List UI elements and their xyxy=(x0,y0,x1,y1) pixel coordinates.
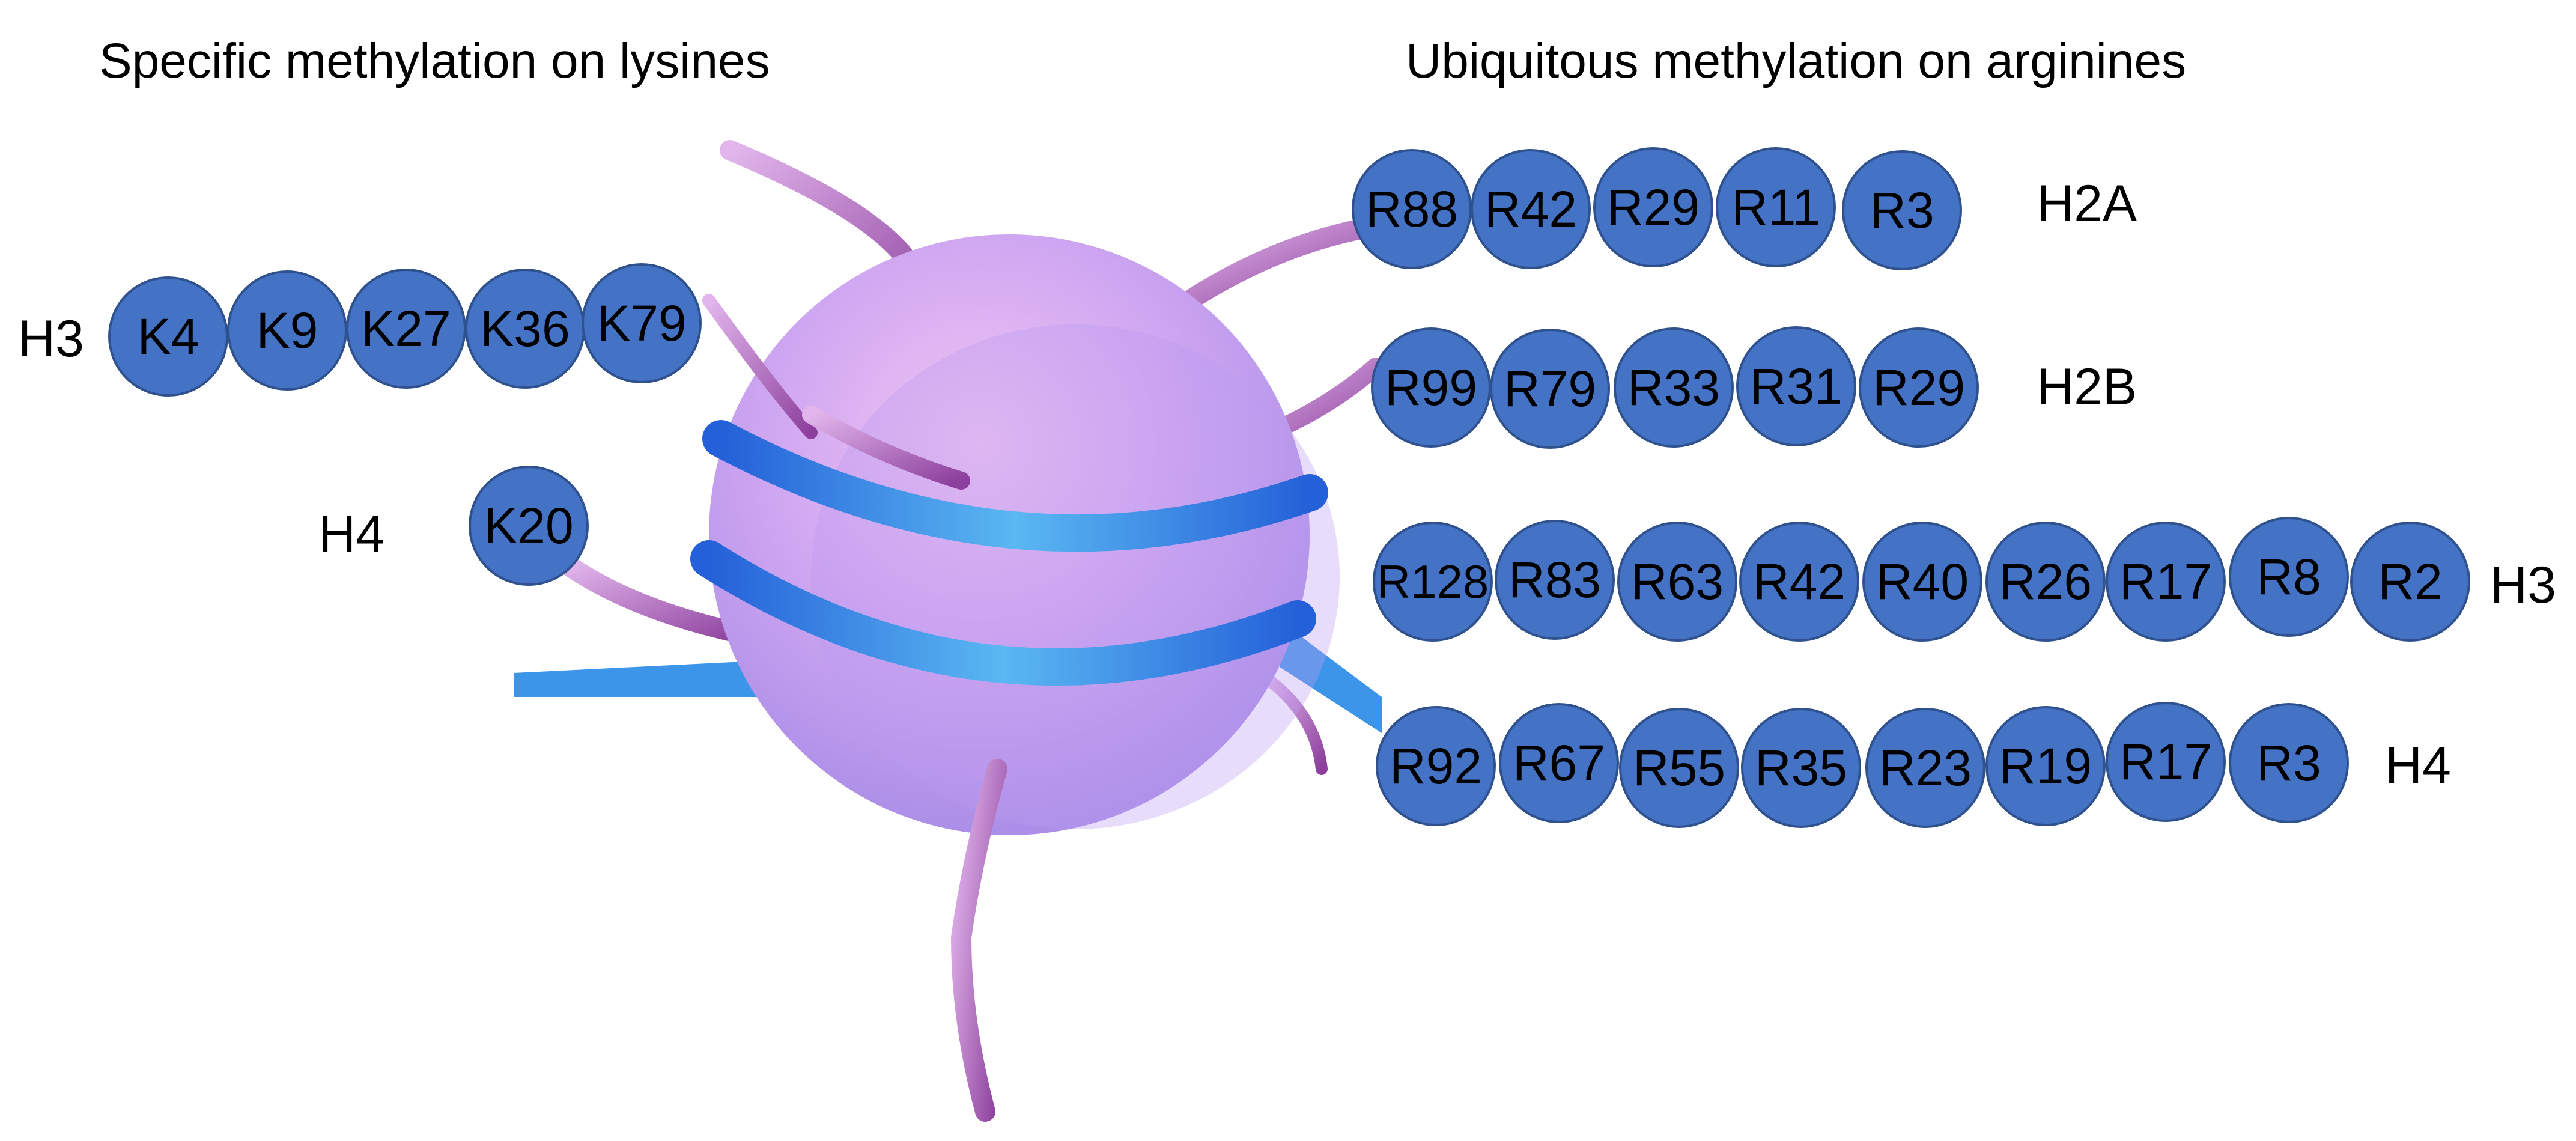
histone-core-overlap xyxy=(811,324,1340,829)
histone-tail xyxy=(802,406,970,490)
arginine-bead: R35 xyxy=(1741,708,1861,828)
arginine-bead: R29 xyxy=(1859,327,1979,448)
arginine-bead: R67 xyxy=(1499,703,1619,823)
arginine-heading: Ubiquitous methylation on arginines xyxy=(1406,34,2187,88)
arginine-bead: R40 xyxy=(1862,522,1982,642)
arginine-bead: R26 xyxy=(1985,522,2106,642)
arginine-bead: R128 xyxy=(1373,522,1493,642)
arginine-bead: R79 xyxy=(1490,329,1610,449)
arginine-bead: R92 xyxy=(1376,706,1496,826)
arginine-bead: R2 xyxy=(2350,522,2470,642)
arginine-bead: R31 xyxy=(1736,326,1856,446)
linker-dna-right xyxy=(1280,625,1382,733)
histone-tail xyxy=(702,294,818,439)
histone-tail xyxy=(950,759,1007,1122)
arginine-bead: R3 xyxy=(2229,703,2349,823)
lysine-heading: Specific methylation on lysines xyxy=(99,34,770,88)
arginine-bead: R42 xyxy=(1471,149,1591,269)
histone-label-h4-arginine: H4 xyxy=(2385,737,2451,794)
histone-label-h3-arginine: H3 xyxy=(2490,556,2556,614)
arginine-bead: R55 xyxy=(1619,708,1739,828)
lysine-bead: K4 xyxy=(108,276,228,397)
arginine-bead: R99 xyxy=(1371,327,1491,448)
histone-label-h3-lysine: H3 xyxy=(18,310,84,368)
lysine-bead: K20 xyxy=(469,466,589,586)
lysine-bead: K27 xyxy=(346,269,466,389)
arginine-bead: R63 xyxy=(1617,522,1737,642)
arginine-bead: R23 xyxy=(1865,708,1985,828)
arginine-bead: R8 xyxy=(2229,517,2349,637)
arginine-bead: R42 xyxy=(1739,522,1859,642)
dna-wrap-lower xyxy=(690,540,1316,686)
histone-label-h4-lysine: H4 xyxy=(318,505,384,563)
arginine-bead: R33 xyxy=(1614,327,1734,448)
histone-tail xyxy=(1262,673,1328,775)
histone-label-h2b: H2B xyxy=(2037,358,2137,416)
arginine-bead: R88 xyxy=(1352,149,1472,269)
linker-dna-left xyxy=(514,661,757,697)
arginine-bead: R11 xyxy=(1716,147,1836,267)
histone-label-h2a: H2A xyxy=(2037,175,2137,233)
arginine-bead: R3 xyxy=(1842,150,1962,270)
histone-tail xyxy=(1179,218,1374,311)
lysine-bead: K79 xyxy=(582,263,702,383)
arginine-bead: R19 xyxy=(1985,706,2106,826)
lysine-bead: K9 xyxy=(227,270,347,391)
dna-wrap-upper xyxy=(702,420,1328,552)
arginine-bead: R17 xyxy=(2106,702,2226,822)
lysine-bead: K36 xyxy=(465,269,585,389)
arginine-bead: R17 xyxy=(2106,522,2226,642)
arginine-bead: R83 xyxy=(1495,520,1615,640)
arginine-bead: R29 xyxy=(1593,147,1713,267)
